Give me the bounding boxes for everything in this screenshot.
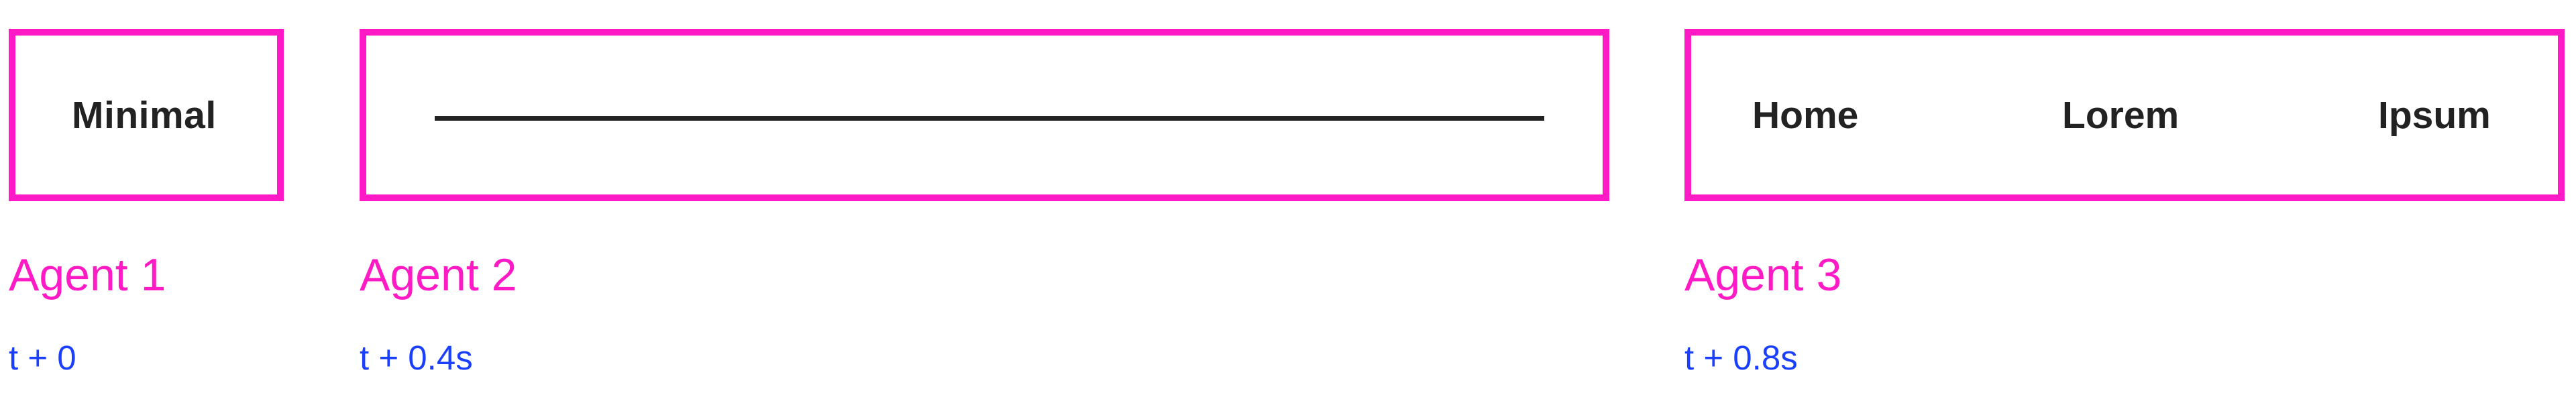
agent-3-frame: Home Lorem Ipsum: [1684, 29, 2565, 201]
horizontal-line-icon: [435, 116, 1544, 121]
minimal-label: Minimal: [72, 93, 217, 137]
agent-2-label: Agent 2: [360, 249, 517, 300]
agent-2-time: t + 0.4s: [360, 339, 473, 377]
agent-1-frame: Minimal: [9, 29, 284, 201]
agent-1-label: Agent 1: [9, 249, 166, 300]
nav-item-ipsum[interactable]: Ipsum: [2378, 93, 2491, 137]
nav-item-lorem[interactable]: Lorem: [2062, 93, 2180, 137]
nav-item-home[interactable]: Home: [1752, 93, 1859, 137]
agent-3-time: t + 0.8s: [1684, 339, 1798, 377]
agent-3-label: Agent 3: [1684, 249, 1842, 300]
agent-1-time: t + 0: [9, 339, 76, 377]
agent-2-frame: [360, 29, 1609, 201]
